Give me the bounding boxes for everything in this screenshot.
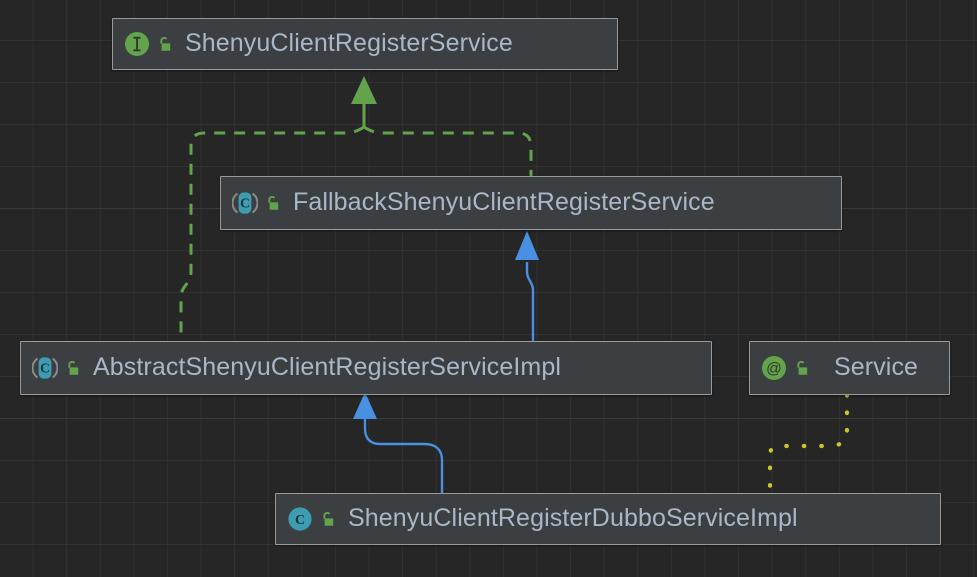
edge-generalization-abstractimpl-fallback: [515, 231, 539, 341]
generalization-arrowhead-2: [353, 392, 377, 419]
node-label: Service: [834, 352, 919, 381]
svg-text:C: C: [295, 513, 305, 528]
annotation-icon: @: [762, 356, 786, 380]
public-lock-icon: [68, 360, 79, 375]
svg-text:@: @: [766, 360, 782, 377]
public-lock-icon: [797, 360, 808, 375]
annotation-dotted-line: [767, 392, 850, 496]
realization-arrowhead: [351, 76, 377, 104]
abstract-class-icon: C: [232, 192, 258, 214]
svg-text:C: C: [240, 196, 250, 211]
node-label: ShenyuClientRegisterDubboServiceImpl: [348, 503, 798, 532]
node-service-annotation[interactable]: @ Service: [749, 341, 950, 395]
node-fallback-shenyu-client-register-service[interactable]: C FallbackShenyuClientRegisterService: [220, 176, 842, 230]
node-icons: [124, 31, 173, 57]
node-icons: C: [232, 190, 281, 216]
edge-generalization-dubboimpl-abstractimpl: [353, 392, 444, 493]
node-shenyu-client-register-dubbo-service-impl[interactable]: C ShenyuClientRegisterDubboServiceImpl: [275, 493, 941, 545]
generalization-line-1: [525, 262, 535, 341]
generalization-line-2: [363, 414, 444, 493]
realization-branch-abstract-impl: [179, 125, 365, 341]
node-icons: @: [761, 355, 810, 381]
node-label: FallbackShenyuClientRegisterService: [293, 187, 715, 216]
node-shenyu-client-register-service[interactable]: ShenyuClientRegisterService: [112, 18, 618, 70]
node-abstract-shenyu-client-register-service-impl[interactable]: C AbstractShenyuClientRegisterServiceImp…: [20, 341, 712, 395]
edge-annotation-dubboimpl-service: [767, 392, 850, 496]
abstract-class-icon: C: [32, 357, 58, 379]
node-icons: C: [32, 355, 81, 381]
public-lock-icon: [268, 195, 279, 210]
public-lock-icon: [160, 36, 171, 51]
node-icons: C: [287, 506, 336, 532]
node-label: AbstractShenyuClientRegisterServiceImpl: [93, 352, 561, 381]
svg-text:C: C: [40, 361, 50, 376]
public-lock-icon: [323, 511, 334, 526]
interface-icon: [125, 32, 149, 56]
node-label: ShenyuClientRegisterService: [185, 28, 513, 57]
realization-branch-fallback: [363, 125, 533, 176]
class-icon: C: [288, 507, 312, 531]
generalization-arrowhead-1: [515, 231, 539, 260]
